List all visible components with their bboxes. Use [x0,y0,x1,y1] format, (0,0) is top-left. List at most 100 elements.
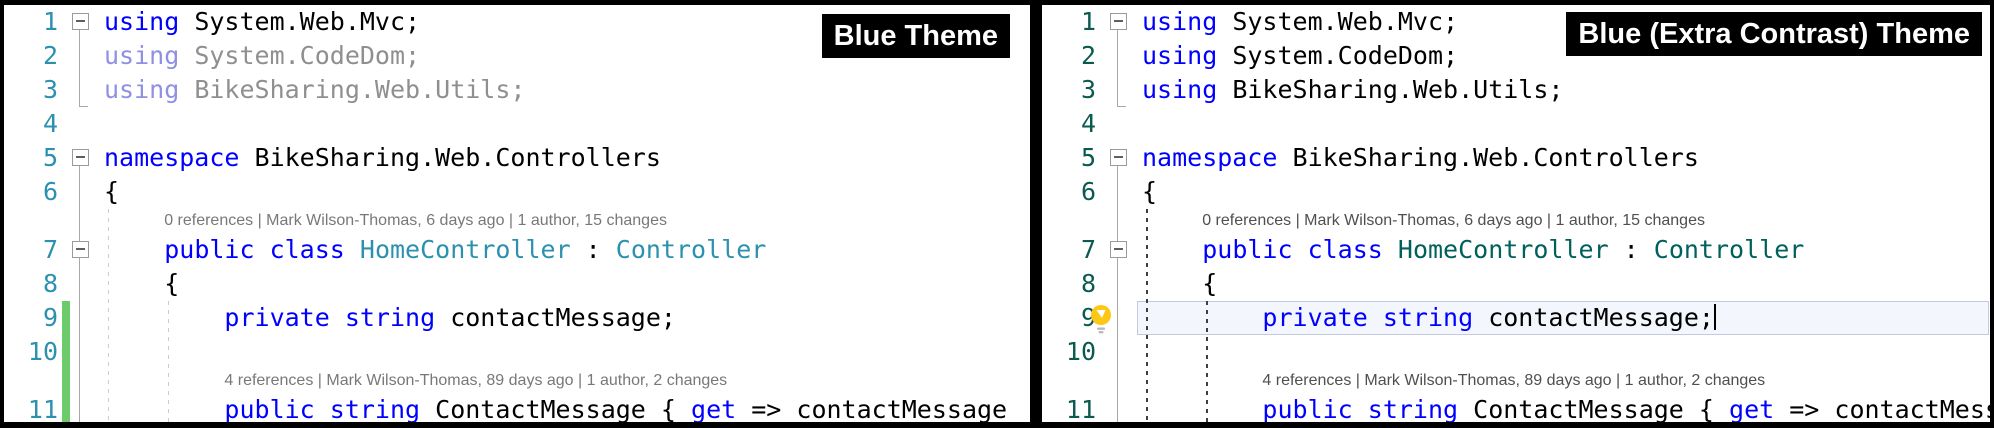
codelens-line[interactable]: 4 references | Mark Wilson-Thomas, 89 da… [1042,369,1990,393]
line-number: 1 [42,7,58,36]
change-tracking-bar [62,335,70,370]
line-number: 1 [1080,7,1096,36]
code-token: private string [1262,303,1474,332]
code-token: { [1142,177,1158,206]
code-token [104,303,224,332]
code-line[interactable]: 6{ [1042,175,1990,209]
code-token [1142,395,1262,422]
codelens-text[interactable]: 4 references | Mark Wilson-Thomas, 89 da… [224,372,728,389]
code-line[interactable]: 4 [1042,107,1990,141]
collapse-toggle-icon[interactable] [72,13,89,30]
code-token: contactMessage; [435,303,676,332]
code-token: Controller [1653,235,1805,264]
code-token: Controller [615,235,767,264]
code-token: public string [224,395,421,422]
code-line[interactable]: 1 using System.Web.Mvc; [4,5,1030,39]
code-token: namespace [104,143,240,172]
line-number: 4 [42,109,58,138]
theme-label-blue-extra-contrast: Blue (Extra Contrast) Theme [1566,12,1982,56]
line-number: 10 [27,337,58,366]
line-number: 4 [1080,109,1096,138]
code-line[interactable]: 9 private string contactMessage; [1042,301,1990,335]
text-caret [1713,304,1716,330]
code-token: ContactMessage { [1458,395,1730,422]
code-line[interactable]: 8 { [1042,267,1990,301]
indent-guide [168,301,170,422]
code-token: => contactMessage [1789,395,1990,422]
change-tracking-bar [62,393,70,422]
code-token: public class [164,235,345,264]
change-tracking-bar [62,369,70,394]
code-token [1142,303,1262,332]
code-line[interactable]: 7 public class HomeController : Controll… [4,233,1030,267]
collapse-toggle-icon[interactable] [1110,149,1127,166]
code-token: BikeSharing.Web.Utils; [1217,75,1564,104]
code-token: BikeSharing.Web.Utils; [179,75,526,104]
code-line[interactable]: 8 { [4,267,1030,301]
code-token: using [1142,41,1218,70]
code-token: using [1142,7,1218,36]
indent-guide [1206,301,1209,422]
codelens-text[interactable]: 4 references | Mark Wilson-Thomas, 89 da… [1262,372,1766,389]
codelens-text[interactable]: 0 references | Mark Wilson-Thomas, 6 day… [1202,212,1705,229]
line-number: 7 [1080,235,1096,264]
code-line[interactable]: 11 public string ContactMessage { get =>… [4,393,1030,422]
code-line[interactable]: 5 namespace BikeSharing.Web.Controllers [1042,141,1990,175]
collapse-toggle-icon[interactable] [72,241,89,258]
code-token: namespace [1142,143,1278,172]
code-line[interactable]: 4 [4,107,1030,141]
codelens-line[interactable]: 0 references | Mark Wilson-Thomas, 6 day… [4,209,1030,233]
codelens-text[interactable]: 0 references | Mark Wilson-Thomas, 6 day… [164,212,667,229]
code-token: using [104,75,180,104]
line-number: 9 [1080,303,1096,332]
outline-scope-line [79,29,80,107]
code-token: { [104,269,180,298]
codelens-line[interactable]: 0 references | Mark Wilson-Thomas, 6 day… [1042,209,1990,233]
collapse-toggle-icon[interactable] [1110,13,1127,30]
quick-actions-lightbulb-icon[interactable] [1089,304,1115,344]
code-token: HomeController [359,235,571,264]
collapse-toggle-icon[interactable] [72,149,89,166]
codelens-line[interactable]: 4 references | Mark Wilson-Thomas, 89 da… [4,369,1030,394]
code-line[interactable]: 11 public string ContactMessage { get =>… [1042,393,1990,422]
line-number: 10 [1065,337,1096,366]
line-number: 6 [1080,177,1096,206]
code-token: BikeSharing.Web.Controllers [1277,143,1699,172]
line-number: 2 [1080,41,1096,70]
code-token: System.Web.Mvc; [179,7,421,36]
code-line[interactable]: 10 [4,335,1030,370]
outline-scope-line [79,165,80,422]
code-line[interactable]: 7 public class HomeController : Controll… [1042,233,1990,267]
code-token [1383,235,1398,264]
collapse-toggle-icon[interactable] [1110,241,1127,258]
line-number: 3 [1080,75,1096,104]
code-token: get [691,395,737,422]
code-token: public string [1262,395,1459,422]
code-line[interactable]: 10 [1042,335,1990,369]
outline-scope-line [1117,165,1118,422]
code-token: private string [224,303,436,332]
code-token: HomeController [1397,235,1609,264]
code-token: using [104,7,180,36]
code-token: : [1608,235,1654,264]
line-number: 2 [42,41,58,70]
line-number: 8 [42,269,58,298]
outline-scope-end [79,106,88,107]
line-number: 5 [1080,143,1096,172]
code-token [104,235,164,264]
code-line[interactable]: 6{ [4,175,1030,209]
code-token: public class [1202,235,1383,264]
code-line[interactable]: 9 private string contactMessage; [4,301,1030,336]
line-number: 6 [42,177,58,206]
code-token: => contactMessage [736,395,1008,422]
code-token: { [104,177,120,206]
